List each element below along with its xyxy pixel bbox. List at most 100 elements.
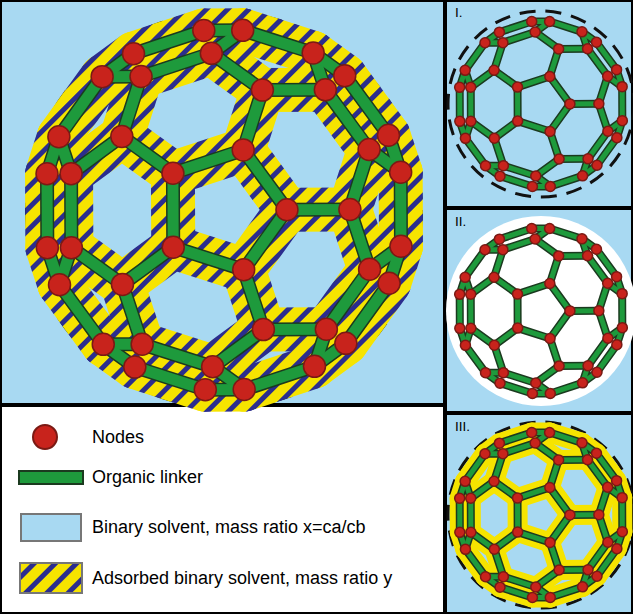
metal-node (460, 133, 470, 143)
metal-node (123, 43, 145, 65)
hatched-swatch (20, 563, 82, 593)
metal-node (359, 258, 381, 280)
metal-node (60, 163, 82, 185)
metal-node (489, 65, 499, 75)
metal-node (527, 428, 537, 438)
legend-text: Nodes (92, 427, 144, 448)
metal-node (494, 27, 504, 37)
metal-node (251, 79, 273, 101)
legend-swatch (32, 424, 58, 450)
metal-node (583, 154, 593, 164)
metal-node (460, 272, 470, 282)
metal-node (583, 455, 593, 465)
metal-node (531, 582, 541, 592)
metal-node (194, 379, 216, 401)
metal-node (314, 79, 336, 101)
metal-node (481, 161, 491, 171)
metal-node (489, 133, 499, 143)
metal-node (554, 154, 564, 164)
metal-node (565, 306, 575, 316)
panel-label: III. (455, 419, 470, 435)
metal-node (513, 493, 523, 503)
metal-node (481, 572, 491, 582)
metal-node (60, 237, 82, 259)
metal-node (36, 163, 58, 185)
metal-node (617, 116, 627, 126)
metal-node (466, 82, 476, 92)
metal-node (495, 171, 505, 181)
metal-node (583, 44, 593, 54)
metal-node (455, 82, 465, 92)
metal-node (545, 126, 555, 136)
metal-node (489, 476, 499, 486)
metal-node (131, 333, 153, 355)
metal-node (617, 527, 627, 537)
metal-node (480, 245, 490, 255)
metal-node (527, 224, 537, 234)
metal-node (545, 16, 555, 26)
metal-node (233, 259, 255, 281)
metal-node (466, 323, 476, 333)
metal-node (466, 527, 476, 537)
metal-node (545, 223, 555, 233)
metal-node (378, 272, 400, 294)
legend-text: Adsorbed binary solvent, mass ratio y (92, 568, 392, 589)
metal-node (162, 162, 184, 184)
metal-node (530, 438, 540, 448)
dashed-boundary (448, 11, 633, 197)
metal-node (591, 37, 601, 47)
metal-node (460, 340, 470, 350)
metal-node (494, 438, 504, 448)
metal-node (498, 161, 508, 171)
metal-node (577, 438, 587, 448)
metal-node (334, 65, 356, 87)
metal-node (513, 116, 523, 126)
panel-label: II. (455, 214, 466, 230)
metal-node (232, 19, 254, 41)
metal-node (233, 379, 255, 401)
metal-node (513, 323, 523, 333)
metal-node (603, 278, 613, 288)
metal-node (315, 318, 337, 340)
panel-label: I. (455, 5, 463, 21)
metal-node (489, 340, 499, 350)
metal-node (390, 161, 412, 183)
metal-node (612, 544, 622, 554)
metal-node (594, 306, 604, 316)
metal-node (494, 234, 504, 244)
metal-node (49, 274, 71, 296)
metal-node (455, 527, 465, 537)
metal-node (554, 44, 564, 54)
metal-node (489, 544, 499, 554)
metal-node (498, 572, 508, 582)
metal-node (111, 125, 133, 147)
metal-node (527, 593, 537, 603)
metal-node (578, 378, 588, 388)
metal-node (124, 356, 146, 378)
metal-node (565, 510, 575, 520)
metal-node (554, 361, 564, 371)
metal-node (489, 272, 499, 282)
metal-node (578, 582, 588, 592)
metal-node (460, 476, 470, 486)
metal-node (583, 361, 593, 371)
metal-node (455, 493, 465, 503)
metal-node (545, 333, 555, 343)
metal-node (390, 235, 412, 257)
legend-text: Organic linker (92, 467, 203, 488)
metal-node (545, 537, 555, 547)
panel-i (446, 1, 632, 207)
metal-node (617, 323, 627, 333)
metal-node (565, 99, 575, 109)
metal-node (498, 449, 508, 459)
panel-iii (446, 414, 632, 613)
metal-node (460, 65, 470, 75)
metal-node (545, 592, 555, 602)
metal-node (617, 493, 627, 503)
metal-node (130, 65, 152, 87)
metal-node (617, 289, 627, 299)
metal-node (193, 19, 215, 41)
dashed-boundary (448, 422, 633, 608)
metal-node (577, 234, 587, 244)
legend-panel (1, 406, 444, 613)
